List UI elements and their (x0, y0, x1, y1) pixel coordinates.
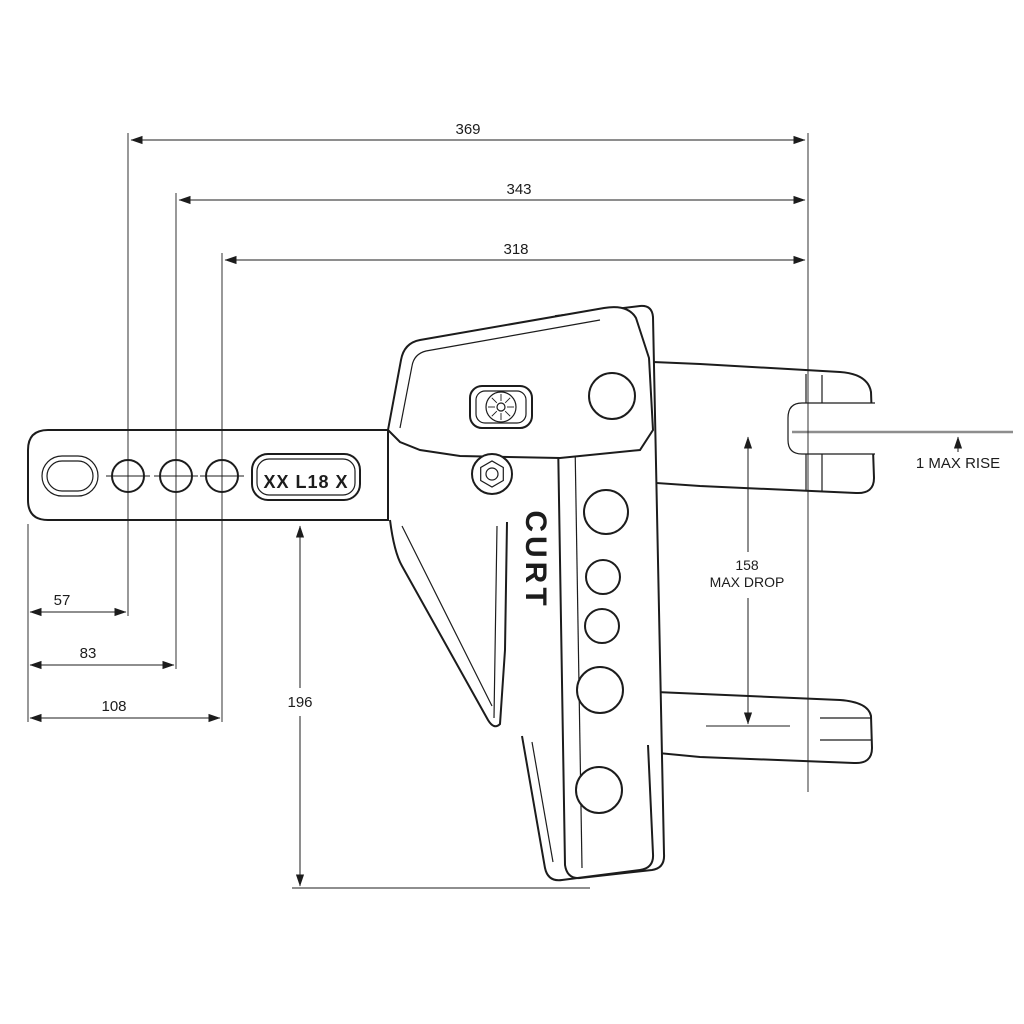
plate-hole (583, 489, 629, 535)
upper-fork-arm (651, 360, 876, 495)
dim-83-label: 83 (80, 645, 97, 662)
dim-57-label: 57 (54, 592, 71, 609)
dim-108-label: 108 (101, 698, 126, 715)
stamp-plate (251, 453, 361, 501)
hex-bolt-icon (471, 453, 513, 495)
brand-logo-text: CURT (519, 510, 552, 609)
extension-lines (27, 133, 809, 889)
clamp-dial-icon (469, 385, 533, 429)
head-clamp (386, 306, 655, 460)
plate-holes (575, 372, 636, 814)
plate-hole (575, 766, 623, 814)
plate-hole (588, 372, 636, 420)
plate-hole (576, 666, 624, 714)
dim-318-label: 318 (503, 241, 528, 258)
shank-stamp-label: XX L18 X (263, 472, 348, 492)
fork-slot-mask (788, 403, 875, 454)
dim-343-label: 343 (506, 181, 531, 198)
shank-slot (41, 455, 99, 497)
snap-up-bracket (389, 519, 508, 728)
lower-arm (654, 690, 874, 765)
plate-hole (585, 559, 621, 595)
max-drop-text-label: MAX DROP (710, 574, 785, 590)
plate-hole (584, 608, 620, 644)
bottom-bracket (521, 735, 655, 882)
dim-369-label: 369 (455, 121, 480, 138)
max-drop-value-label: 158 (735, 557, 759, 573)
dim-196-label: 196 (287, 694, 312, 711)
fork-slot (787, 402, 875, 455)
dimension-lines (29, 135, 963, 887)
shank: XX L18 X (27, 429, 389, 521)
max-rise-label: 1 MAX RISE (916, 455, 1000, 472)
